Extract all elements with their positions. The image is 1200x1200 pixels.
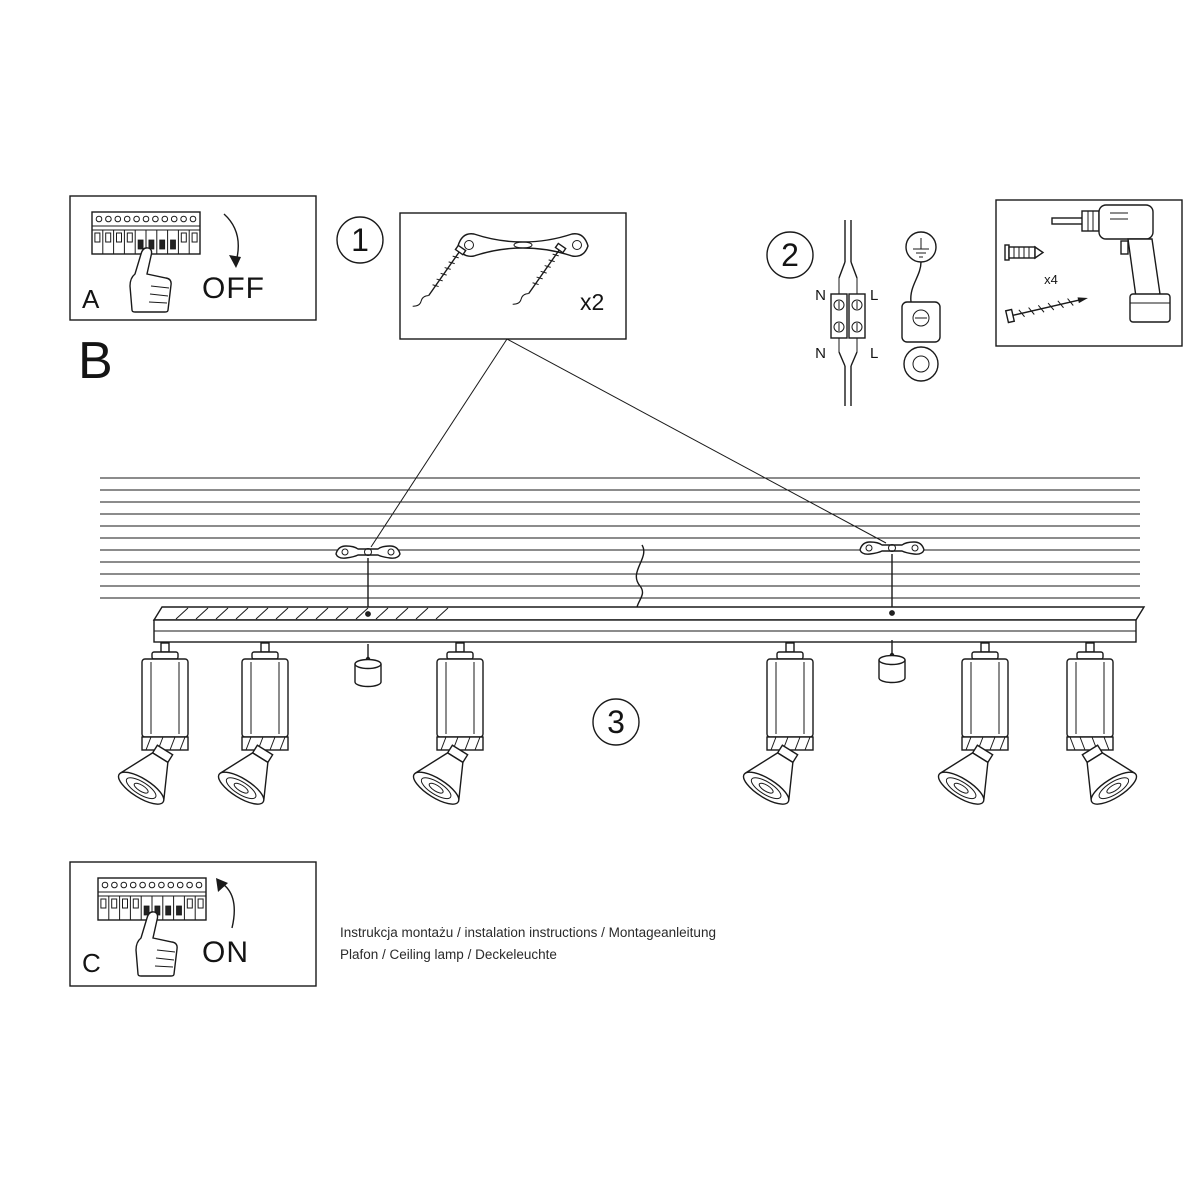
hand-press-icon [135, 911, 178, 977]
lamp-figure: 3 [100, 477, 1146, 811]
footer-text: Instrukcja montażu / instalation instruc… [340, 925, 716, 962]
ceiling-hatch [100, 477, 1140, 599]
drill-icon [1051, 204, 1171, 323]
step1-circle [336, 216, 384, 264]
tools-quantity: x4 [1044, 272, 1058, 287]
panel-on-figure: C ON [69, 861, 317, 987]
wire-label-l-bottom: L [870, 345, 878, 362]
tools-figure: x4 [995, 199, 1183, 347]
wire-label-n-bottom: N [815, 345, 826, 362]
tools-box [995, 199, 1183, 347]
ground-clamp [901, 261, 941, 382]
hand-press-icon [129, 247, 172, 313]
step2-number: 2 [781, 237, 799, 273]
suspension-screw-icon [511, 241, 567, 312]
leader-line-right [506, 338, 887, 544]
panel-on-label: C [82, 948, 101, 978]
ceiling-bracket-right [859, 541, 925, 555]
step1-box [399, 212, 627, 340]
step2-figure: 2 N L N L [766, 220, 941, 406]
earth-symbol-icon [905, 231, 937, 263]
spotlight-fixture-5 [933, 642, 1009, 811]
rod-cap-right [878, 639, 906, 684]
wire-label-n-top: N [815, 287, 826, 304]
lamp-bar [152, 606, 1146, 643]
spotlight-fixture-1 [113, 642, 189, 811]
panel-off-label: A [82, 284, 100, 314]
step1-number: 1 [351, 222, 369, 258]
power-cable [635, 544, 645, 615]
wire-label-l-top: L [870, 287, 878, 304]
step3-number: 3 [607, 704, 625, 740]
panel-off-action: OFF [202, 272, 265, 305]
bar-hatch [175, 607, 449, 620]
leader-line-left [370, 338, 508, 548]
panel-off-figure: A OFF [69, 195, 317, 321]
spotlight-fixture-2 [213, 642, 289, 811]
step2-circle [766, 231, 814, 279]
suspension-screw-icon [411, 243, 467, 314]
step1-quantity: x2 [580, 289, 604, 315]
rod-cap-left [354, 643, 382, 688]
arrow-down-icon [223, 213, 241, 268]
step1-figure: 1 x2 [336, 212, 887, 548]
spotlight-fixture-4 [738, 642, 814, 811]
panel-on-action: ON [202, 936, 249, 969]
spotlight-fixture-3 [408, 642, 484, 811]
product-title: Plafon / Ceiling lamp / Deckeleuchte [340, 947, 557, 962]
mounting-strap [457, 233, 589, 257]
ceiling-bracket-left [335, 545, 401, 559]
arrow-up-icon [216, 878, 235, 929]
instructions-title: Instrukcja montażu / instalation instruc… [340, 925, 716, 940]
panel-on-box [69, 861, 317, 987]
screw-icon [1004, 297, 1088, 324]
section-b-label: B [78, 332, 113, 390]
panel-off-box [69, 195, 317, 321]
spotlight-fixture-6 [1066, 642, 1142, 811]
terminal-block-wiring [830, 220, 866, 406]
step3-circle [592, 698, 640, 746]
wall-plug-icon [1004, 244, 1045, 261]
